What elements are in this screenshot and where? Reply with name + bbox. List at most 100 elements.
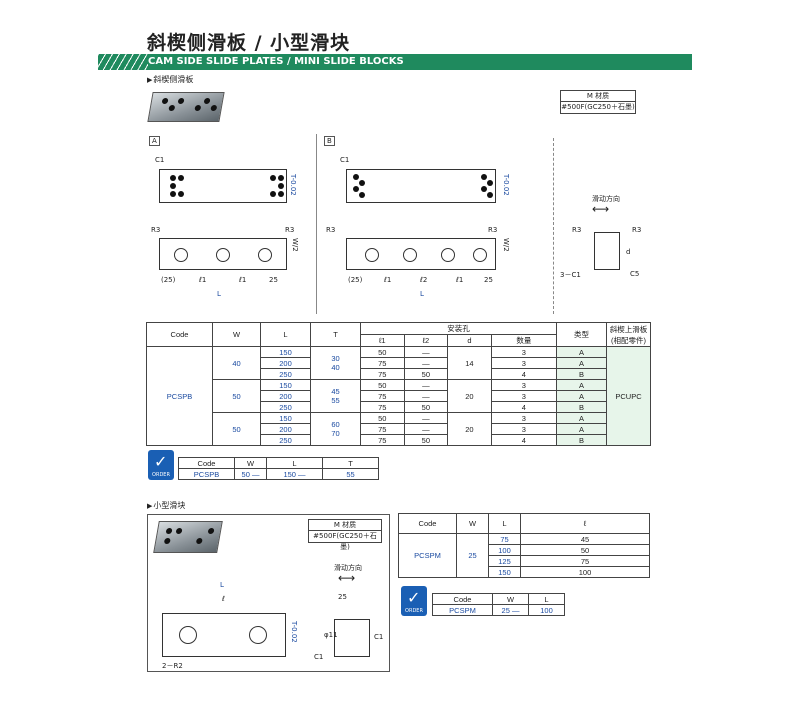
dim-25-left: (25) (161, 276, 176, 284)
radius-label-left: R3 (151, 226, 161, 234)
l-cell: 150 (260, 346, 311, 358)
mini-plate-view (162, 613, 286, 657)
radius-label-right: R3 (285, 226, 295, 234)
l2-cell: — (403, 412, 449, 424)
l-cell: 200 (260, 390, 311, 402)
type-cell: B (556, 401, 607, 413)
l-cell: 150 (260, 412, 311, 424)
qty-cell: 3 (490, 423, 558, 435)
qty-cell: 4 (490, 401, 558, 413)
l1-cell: 75 (360, 401, 405, 413)
plate-side-view-b (346, 238, 496, 270)
type-cell: A (556, 346, 607, 358)
material-heading-2: M 材质 (309, 520, 381, 531)
t-value-low: 30 (331, 354, 340, 363)
order-l: 150 (283, 469, 296, 479)
order2-code: PCSPM (432, 604, 493, 616)
l1-cell: 50 (360, 379, 405, 391)
drawing-a: A C1 T-0.02 R3 R3 W/2 (25) ℓ1 ℓ1 25 L (147, 134, 317, 314)
order-sep2: — (298, 469, 306, 479)
l1-cell: 75 (360, 368, 405, 380)
t2-l-cell: 125 (488, 555, 521, 567)
mini-c1-label: C1 (374, 633, 384, 641)
l-cell: 250 (260, 368, 311, 380)
double-arrow-icon-2: ⟷ (338, 571, 356, 585)
l2-cell: 50 (403, 434, 449, 446)
qty-cell: 3 (490, 379, 558, 391)
order2-col-code: Code (432, 593, 493, 605)
col-t: T (310, 322, 361, 347)
l1-cell: 75 (360, 357, 405, 369)
type-cell: A (556, 412, 607, 424)
half-width-label-b: W/2 (502, 238, 510, 252)
t2-l-cell: 100 (488, 544, 521, 556)
two-r2-label: 2－R2 (162, 662, 183, 670)
l-cell: 150 (260, 379, 311, 391)
t-value-low: 45 (331, 387, 340, 396)
chamfer-label-b: C1 (340, 156, 350, 164)
slide-direction-label-2: 滑动方向 (334, 564, 362, 572)
dim-l1-b1: ℓ1 (384, 276, 392, 284)
t2-ell-cell: 100 (520, 566, 650, 578)
type-cell: A (556, 423, 607, 435)
l1-cell: 50 (360, 412, 405, 424)
three-chamfer-label: 3－C1 (560, 271, 581, 279)
order-w: 50 (241, 469, 250, 479)
col-d: d (447, 334, 492, 347)
w-cell: 50 (212, 379, 261, 413)
order-col-w: W (234, 457, 267, 469)
qty-cell: 4 (490, 434, 558, 446)
end-block (594, 232, 620, 270)
col-code: Code (146, 322, 213, 347)
dim-l1-b2: ℓ1 (456, 276, 464, 284)
material-heading: M 材质 (561, 91, 635, 102)
mini-dim-25: 25 (338, 593, 347, 601)
radius-label-right-b: R3 (488, 226, 498, 234)
order2-l: 100 (528, 604, 565, 616)
d-cell: 14 (447, 346, 492, 380)
w-cell: 50 (212, 412, 261, 446)
mini-end-block (334, 619, 370, 657)
qty-cell: 3 (490, 357, 558, 369)
order-code: PCSPB (178, 468, 235, 480)
l1-cell: 75 (360, 434, 405, 446)
cam-plate-photo (147, 92, 225, 122)
col-mate: 斜楔上滑板 (相配零件) (606, 322, 651, 347)
mini-block-drawing: M 材质 #500F(GC250＋石墨) 滑动方向 ⟷ L ℓ T-0.02 2… (147, 514, 390, 672)
t-value-high: 55 (331, 396, 340, 405)
t-value-low: 60 (331, 420, 340, 429)
double-arrow-icon: ⟷ (592, 202, 610, 216)
material-box-2: M 材质 #500F(GC250＋石墨) (308, 519, 382, 551)
page-title: 斜楔侧滑板 / 小型滑块 (147, 32, 351, 54)
l2-cell: — (403, 423, 449, 435)
l-cell: 250 (260, 434, 311, 446)
mini-dim-ell: ℓ (222, 595, 225, 603)
type-cell: A (556, 357, 607, 369)
order-col-t: T (322, 457, 379, 469)
cam-plate-table: Code W L T 安装孔 类型 斜楔上滑板 (相配零件) ℓ1 ℓ2 d 数… (146, 322, 651, 446)
t2-ell-cell: 45 (520, 533, 650, 545)
type-cell: A (556, 379, 607, 391)
w-cell: 40 (212, 346, 261, 380)
type-cell: B (556, 434, 607, 446)
chamfer-label: C1 (155, 156, 165, 164)
l2-cell: — (403, 346, 449, 358)
half-width-label: W/2 (291, 238, 299, 252)
d-cell: 20 (447, 379, 492, 413)
code-cell: PCSPB (146, 346, 213, 446)
l2-cell: 50 (403, 401, 449, 413)
l1-cell: 50 (360, 346, 405, 358)
col-type: 类型 (556, 322, 607, 347)
dim-l1-b: ℓ1 (239, 276, 247, 284)
qty-cell: 3 (490, 390, 558, 402)
